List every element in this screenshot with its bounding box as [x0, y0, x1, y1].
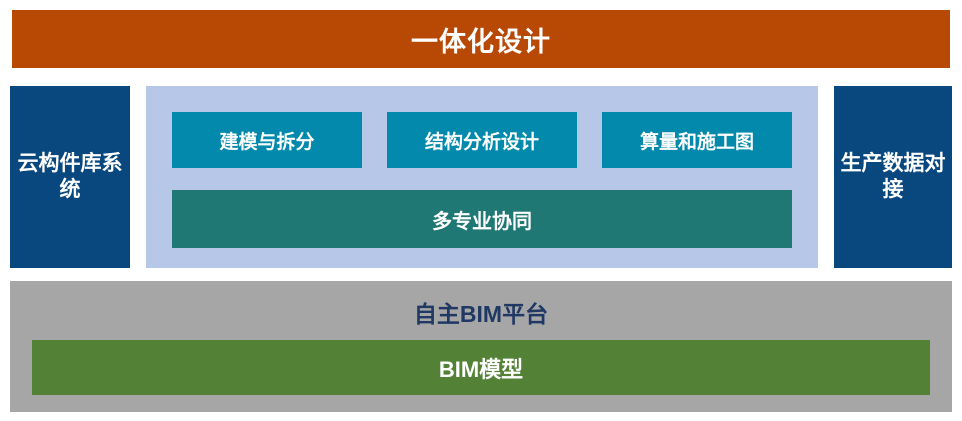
pillar-production-data-interface[interactable]: 生产数据对接 — [834, 86, 952, 268]
bim-model-box[interactable]: BIM模型 — [32, 340, 930, 395]
bim-model-label: BIM模型 — [438, 356, 524, 382]
platform-panel-bim: 自主BIM平台 BIM模型 — [10, 281, 952, 412]
module-label: 建模与拆分 — [219, 131, 315, 153]
module-label: 结构分析设计 — [424, 131, 539, 153]
module-label: 算量和施工图 — [639, 131, 754, 153]
center-panel-design-modules: 建模与拆分 结构分析设计 算量和施工图 多专业协同 — [146, 86, 818, 268]
collaboration-label: 多专业协同 — [432, 210, 532, 233]
platform-title: 自主BIM平台 — [413, 301, 549, 327]
module-quantity-and-construction-drawing[interactable]: 算量和施工图 — [602, 112, 792, 168]
module-structural-analysis-design[interactable]: 结构分析设计 — [387, 112, 577, 168]
pillar-cloud-component-library[interactable]: 云构件库系统 — [10, 86, 130, 268]
module-row: 建模与拆分 结构分析设计 算量和施工图 — [172, 112, 792, 168]
header-title: 一体化设计 — [411, 26, 551, 57]
header-band-integrated-design: 一体化设计 — [12, 10, 950, 68]
pillar-right-label: 生产数据对接 — [840, 151, 946, 201]
module-modeling-and-splitting[interactable]: 建模与拆分 — [172, 112, 362, 168]
pillar-left-label: 云构件库系统 — [17, 151, 123, 201]
module-multidisciplinary-collaboration[interactable]: 多专业协同 — [172, 190, 792, 248]
